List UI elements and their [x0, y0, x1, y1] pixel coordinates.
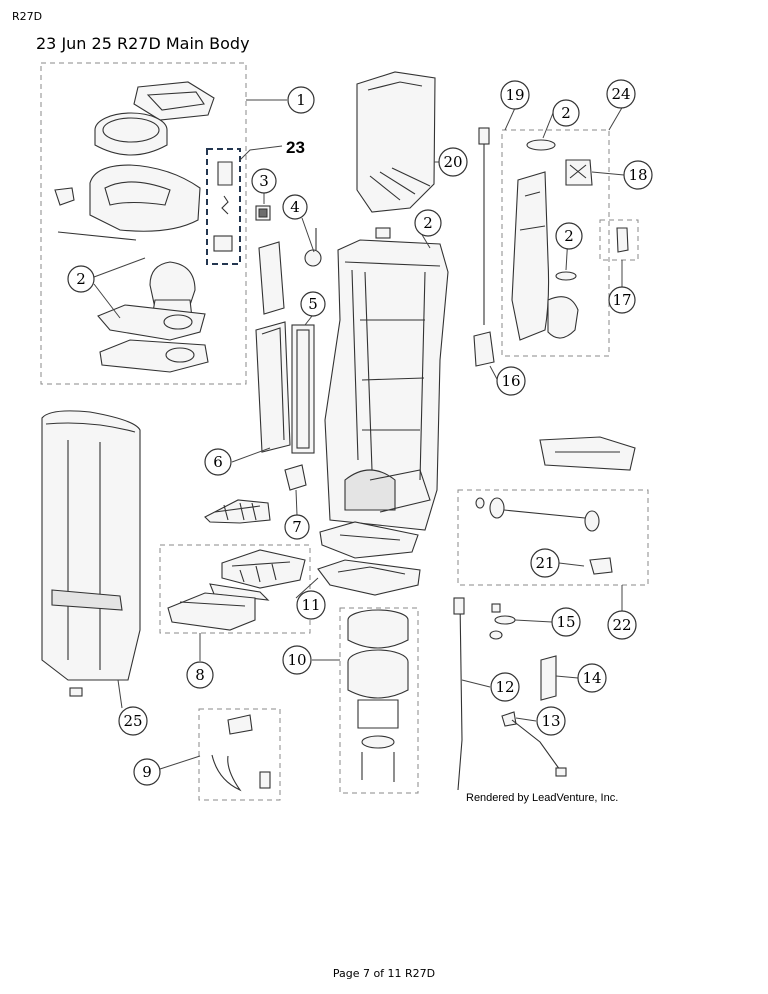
svg-text:12: 12 [495, 678, 514, 696]
part-11-tray [317, 521, 421, 596]
part-6-filter [204, 241, 291, 524]
part-24-hose [511, 139, 593, 341]
part-14-plate [540, 655, 557, 701]
callout-25: 25 [118, 706, 148, 736]
callout-2: 2 [552, 99, 580, 127]
part-19-rod [478, 127, 490, 325]
callout-4: 4 [282, 194, 308, 220]
svg-text:15: 15 [556, 613, 575, 631]
svg-text:3: 3 [259, 172, 269, 190]
part-16-block [473, 331, 495, 367]
callout-24: 24 [606, 79, 636, 109]
callout-3: 3 [251, 168, 277, 194]
svg-text:22: 22 [612, 616, 631, 634]
callout-17: 17 [608, 286, 636, 314]
part-22-wheels [475, 436, 636, 575]
page-title: 23 Jun 25 R27D Main Body [36, 34, 250, 53]
callout-6: 6 [204, 448, 232, 476]
svg-text:18: 18 [628, 166, 647, 184]
callout-13: 13 [536, 706, 566, 736]
callout-21: 21 [530, 548, 560, 578]
group-box-17 [599, 219, 639, 261]
part-10-motor [347, 609, 409, 782]
part-25-front-cover [41, 410, 141, 697]
callout-5: 5 [300, 291, 326, 317]
svg-text:24: 24 [611, 85, 630, 103]
svg-text:1: 1 [296, 91, 306, 109]
group-box-1 [40, 62, 247, 385]
svg-text:20: 20 [443, 153, 462, 171]
group-box-24 [501, 129, 610, 357]
svg-text:2: 2 [561, 104, 571, 122]
callout-1: 1 [287, 86, 315, 114]
part-3-switch [255, 205, 271, 221]
page-footer: Page 7 of 11 R27D [332, 967, 436, 980]
callout-16: 16 [496, 366, 526, 396]
group-box-22 [457, 489, 649, 586]
callout-8: 8 [186, 661, 214, 689]
part-12-cord [453, 597, 465, 791]
callout-10: 10 [282, 645, 312, 675]
svg-text:17: 17 [612, 291, 631, 309]
svg-text:7: 7 [292, 518, 302, 536]
callout-22: 22 [607, 610, 637, 640]
label-23: 23 [286, 138, 305, 157]
callout-20: 20 [438, 147, 468, 177]
svg-text:8: 8 [195, 666, 205, 684]
part-5-gasket [291, 324, 315, 454]
svg-text:14: 14 [582, 669, 601, 687]
group-box-8 [159, 544, 311, 634]
main-body-housing [324, 227, 449, 531]
group-box-9 [198, 708, 281, 801]
callout-15: 15 [551, 607, 581, 637]
svg-text:11: 11 [301, 596, 320, 614]
callout-19: 19 [500, 80, 530, 110]
part-15-fittings [489, 603, 516, 640]
callout-14: 14 [577, 663, 607, 693]
svg-text:4: 4 [290, 198, 300, 216]
svg-text:10: 10 [287, 651, 306, 669]
svg-text:2: 2 [423, 214, 433, 232]
callout-2: 2 [555, 222, 583, 250]
part-7-clip [284, 464, 307, 491]
svg-text:19: 19 [505, 86, 524, 104]
svg-text:6: 6 [213, 453, 223, 471]
part-13-cable [501, 711, 567, 777]
svg-text:25: 25 [123, 712, 142, 730]
callout-2: 2 [67, 265, 95, 293]
group-box-23 [206, 148, 241, 265]
callout-18: 18 [623, 160, 653, 190]
part-9-wiring [211, 714, 271, 792]
callout-11: 11 [296, 590, 326, 620]
rendered-by-credit: Rendered by LeadVenture, Inc. [466, 792, 618, 804]
header-code: R27D [12, 10, 43, 23]
svg-text:16: 16 [501, 372, 520, 390]
svg-text:2: 2 [564, 227, 574, 245]
svg-text:9: 9 [142, 763, 152, 781]
part-8-filter-tray [167, 549, 306, 631]
part-23-switch-assembly [213, 161, 233, 252]
part-1-assembly [54, 81, 215, 373]
callout-9: 9 [133, 758, 161, 786]
group-box-10 [339, 607, 419, 794]
svg-text:5: 5 [308, 295, 318, 313]
part-4-connector [304, 228, 322, 267]
leader-lines [93, 99, 625, 770]
callout-12: 12 [490, 672, 520, 702]
callout-7: 7 [284, 514, 310, 540]
svg-text:13: 13 [541, 712, 560, 730]
part-20-dust-bag [356, 71, 436, 213]
callout-2: 2 [414, 209, 442, 237]
svg-text:21: 21 [535, 554, 554, 572]
svg-text:2: 2 [76, 270, 86, 288]
part-17-clip [616, 227, 629, 253]
